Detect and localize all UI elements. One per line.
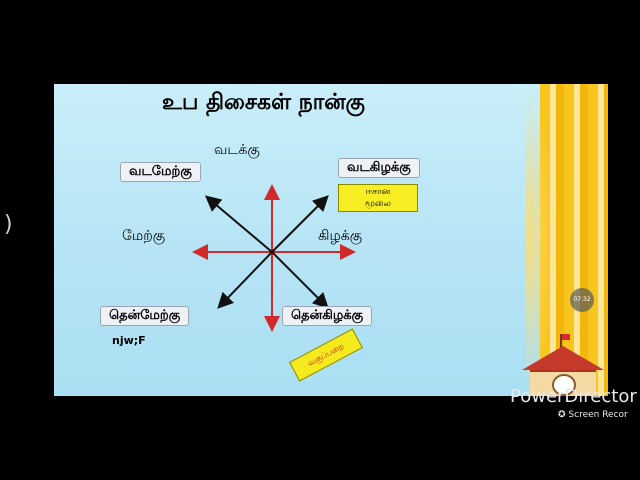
- label-north: வடக்கு: [214, 142, 260, 158]
- lesson-slide: உப திசைகள் நான்கு வடக்கு மேற்கு கிழக்கு …: [54, 84, 608, 396]
- slide-title: உப திசைகள் நான்கு: [162, 90, 365, 115]
- powerdirector-watermark: PowerDirector: [510, 386, 637, 407]
- arrow-southwest: [217, 251, 273, 309]
- note-northeast-text: ஈசான மூலை: [365, 187, 391, 209]
- screen-recorder-watermark: ✪ Screen Recor: [558, 410, 628, 420]
- arrow-northwest: [204, 195, 273, 253]
- left-edge-paren: ): [4, 212, 13, 237]
- time-badge: 07:32: [570, 288, 594, 312]
- curtain-glow: [526, 84, 556, 396]
- label-east: கிழக்கு: [318, 228, 363, 244]
- note-northeast: ஈசான மூலை: [338, 184, 418, 212]
- arrow-southeast: [271, 251, 329, 309]
- box-southwest: தென்மேற்கு: [100, 306, 190, 326]
- box-northwest: வடமேற்கு: [120, 162, 201, 182]
- box-southeast: தென்கிழக்கு: [282, 306, 373, 326]
- house-illustration: [522, 334, 604, 396]
- direction-arrows: [192, 184, 356, 332]
- arrow-northeast: [271, 195, 329, 253]
- box-northeast: வடகிழக்கு: [338, 158, 420, 178]
- label-west: மேற்கு: [122, 228, 166, 244]
- label-note: njw;F: [112, 334, 146, 347]
